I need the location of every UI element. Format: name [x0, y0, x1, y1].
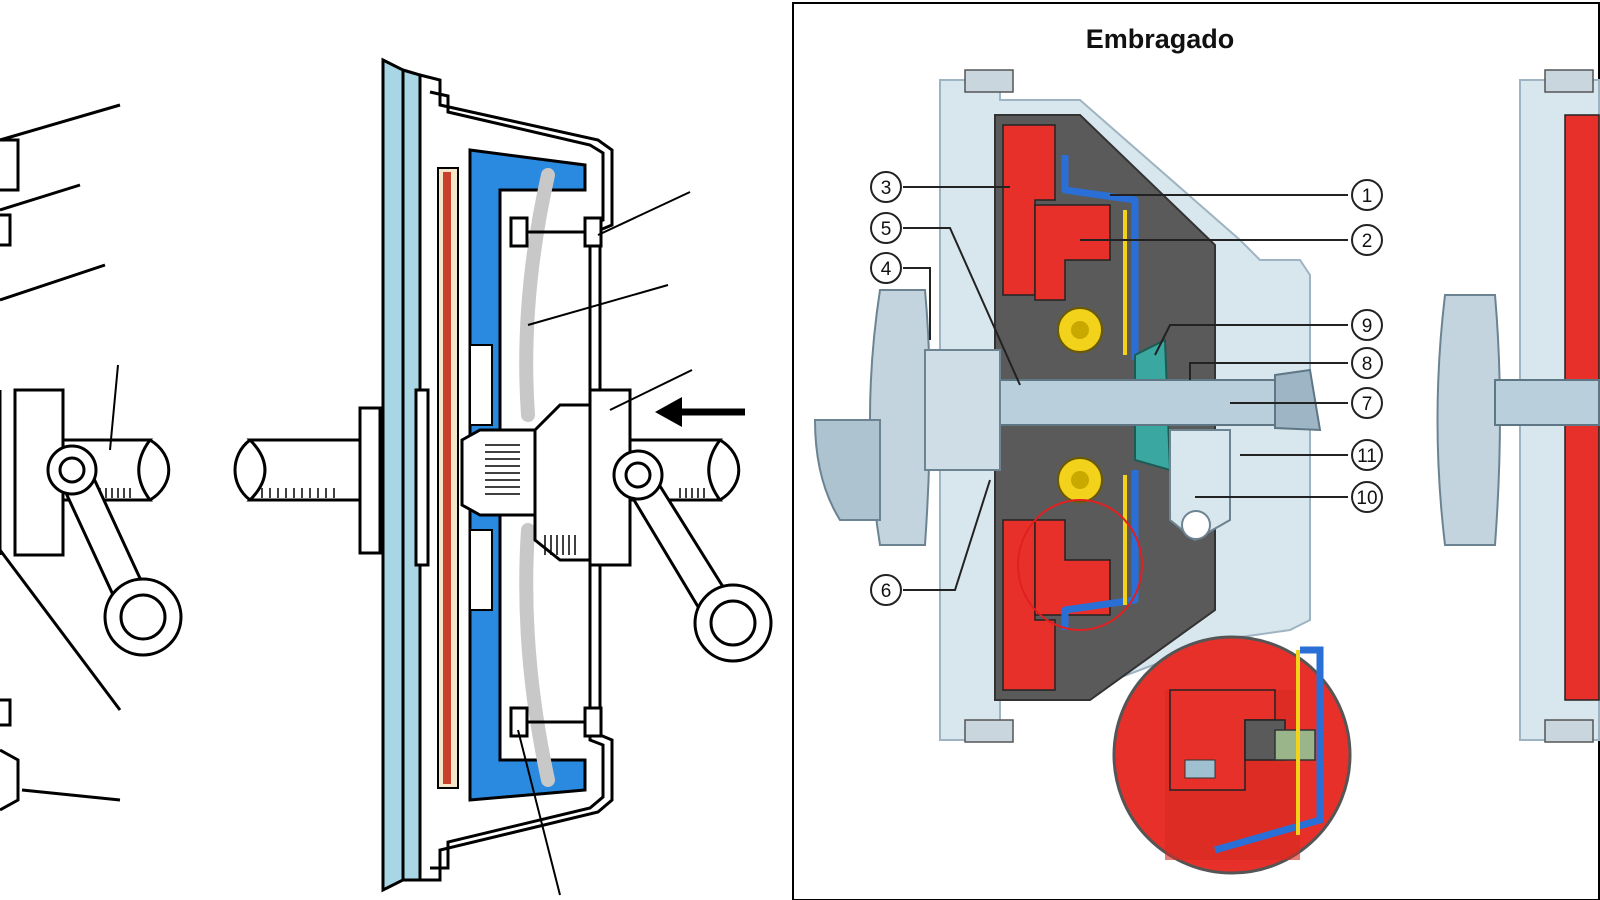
input-shaft — [233, 406, 382, 555]
svg-text:8: 8 — [1362, 354, 1373, 375]
disc-hub — [460, 428, 537, 517]
callout-11: 11 — [1351, 439, 1383, 471]
callout-5: 5 — [870, 212, 902, 244]
callout-leaders — [903, 186, 1348, 591]
pressure-plate-red — [1002, 124, 1111, 691]
clutch-disc-lining — [437, 167, 459, 789]
callout-2: 2 — [1351, 224, 1383, 256]
svg-text:2: 2 — [1362, 231, 1373, 252]
detail-highlight-ring — [1017, 499, 1143, 631]
svg-text:10: 10 — [1356, 488, 1377, 509]
svg-text:9: 9 — [1362, 316, 1373, 337]
callout-9: 9 — [1351, 309, 1383, 341]
diaphragm-spring — [519, 168, 555, 787]
bearing — [1057, 307, 1103, 503]
right-panel: Embragado — [792, 2, 1600, 900]
callout-10: 10 — [1351, 481, 1383, 513]
callout-7: 7 — [1351, 387, 1383, 419]
callout-6: 6 — [870, 574, 902, 606]
leader-lines — [517, 191, 693, 896]
detail-magnifier — [1112, 635, 1352, 875]
flywheel — [381, 57, 430, 893]
left-schematic — [0, 57, 773, 896]
release-fork — [612, 449, 773, 663]
push-arrow-icon — [655, 397, 745, 427]
callout-1: 1 — [1351, 179, 1383, 211]
panel-title: Embragado — [1086, 24, 1235, 54]
svg-text:5: 5 — [881, 219, 892, 240]
pressure-plate — [468, 148, 587, 802]
svg-text:1: 1 — [1362, 186, 1373, 207]
flywheel-disc — [813, 289, 1001, 546]
main-shaft — [974, 368, 1322, 432]
left-connecting-rod — [46, 444, 183, 657]
callout-4: 4 — [870, 252, 902, 284]
svg-text:4: 4 — [881, 259, 892, 280]
svg-text:7: 7 — [1362, 394, 1373, 415]
svg-text:11: 11 — [1357, 446, 1377, 467]
right-partial-diagram — [1436, 69, 1600, 743]
callout-8: 8 — [1351, 347, 1383, 379]
svg-text:6: 6 — [881, 581, 892, 602]
release-lever — [1169, 429, 1231, 542]
svg-text:3: 3 — [881, 178, 892, 199]
callout-3: 3 — [870, 171, 902, 203]
callouts: 1 2 3 4 5 6 7 8 9 10 11 — [870, 171, 1383, 606]
